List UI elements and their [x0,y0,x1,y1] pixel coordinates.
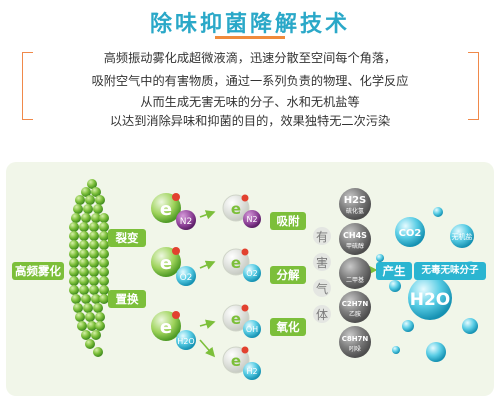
gas-name: 甲硫醇 [346,242,364,250]
gas-formula: H2S [344,195,367,206]
label-fission: 裂变 [108,229,146,247]
intro-line-2: 吸附空气中的有害物质，通过一系列负责的物理、化学反应 [91,74,409,88]
label-produce: 产生 [376,262,412,280]
page-title: 除味抑菌降解技术 [149,12,350,37]
label-adsorb: 吸附 [270,212,306,230]
intro-line-1: 高频振动雾化成超微液滴，迅速分散至空间每个角落， [103,51,397,65]
intro-line-4: 以达到消除异味和抑菌的目的，效果独特无二次污染 [109,114,391,128]
droplet-cluster [69,179,109,357]
salt-label: 无机盐 [452,232,473,241]
oh-label: OH [246,325,258,334]
o2-label: O2 [246,269,257,278]
gas-formula: C8H7N [342,335,369,343]
co2-label: CO2 [399,228,422,239]
label-decompose: 分解 [270,266,306,284]
gas-ch4s: CH4S 甲硫醇 [339,223,371,255]
gas-c2h7n: C2H7N 乙胺 [339,291,371,323]
title-underline [215,36,285,39]
particle-e-n2: e N2 [151,193,196,230]
e-label: e [231,352,241,370]
label-oxidize: 氧化 [270,318,306,336]
left-bracket [22,52,33,120]
gas-h2s: H2S 硫化氢 [339,188,371,220]
connectors [108,210,378,358]
particle-e-o2: e O2 [151,247,196,286]
product-bubbles: CO2 无机盐 H2O [376,207,478,362]
e-label: e [231,200,241,218]
right-bracket [468,52,479,120]
gas-name: 乙胺 [349,310,361,318]
gas-dimethyl: 二甲基 [339,257,371,289]
ghost-e-n2: e N2 [222,194,261,228]
e-label: e [160,317,172,338]
ghost-e-oh: e OH [222,304,261,338]
n2-label: N2 [246,215,257,224]
e-label: e [231,310,241,328]
harmful-gas-chars: 有 害 气 体 [313,227,331,323]
e-label: e [160,253,172,274]
char-ti: 体 [316,308,328,322]
char-hai: 害 [316,255,328,270]
intro-line-3: 从而生成无害无味的分子、水和无机盐等 [140,95,360,109]
char-you: 有 [316,230,328,244]
gas-formula: CH4S [343,231,367,240]
gas-name: 吲哚 [349,345,361,353]
e-label: e [160,199,172,220]
h2o-label: H2O [177,337,194,346]
ghost-e-o2: e O2 [222,248,261,282]
label-replace: 置换 [108,290,146,308]
n2-label: N2 [180,217,192,227]
label-harmless-molecule: 无毒无味分子 [414,262,486,280]
label-atomize: 高频雾化 [12,262,64,280]
gas-name: 硫化氢 [346,207,364,215]
o2-label: O2 [180,273,193,283]
e-label: e [231,254,241,272]
gas-name: 二甲基 [346,276,364,284]
h2o-product-label: H2O [410,290,451,310]
particle-e-h2o: e H2O [151,311,196,350]
char-qi: 气 [316,281,328,296]
gas-formula: C2H7N [342,300,369,308]
gas-c8h7n: C8H7N 吲哚 [339,326,371,358]
h2-label: H2 [246,367,257,376]
ghost-e-h2: e H2 [222,346,261,380]
